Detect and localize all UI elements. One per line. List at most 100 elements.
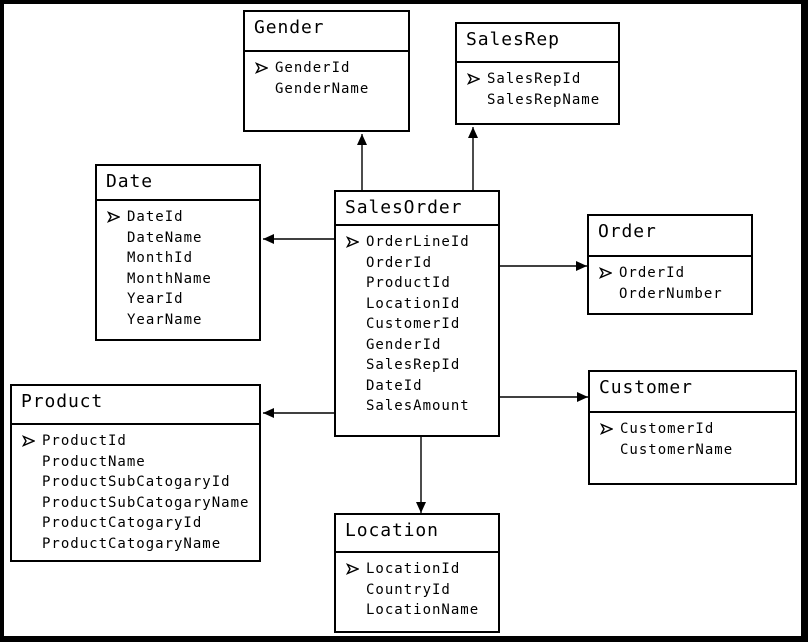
field-row: ProductCatogaryId — [12, 513, 259, 534]
field-row: YearId — [97, 289, 259, 310]
table-order[interactable]: Order OrderId OrderNumber — [587, 214, 753, 315]
field-row: GenderName — [245, 79, 408, 100]
table-gender[interactable]: Gender GenderId GenderName — [243, 10, 410, 132]
field-row: ProductId — [12, 431, 259, 452]
field-row: SalesRepId — [336, 355, 498, 376]
field-label: ProductId — [366, 275, 451, 291]
field-row: SalesRepId — [457, 69, 618, 90]
field-row: CustomerId — [336, 314, 498, 335]
table-product-title: Product — [21, 391, 104, 412]
primary-key-icon — [600, 423, 613, 435]
table-order-title: Order — [598, 221, 657, 242]
field-row: OrderId — [589, 263, 751, 284]
table-location-header: Location — [336, 515, 498, 553]
table-salesorder-header: SalesOrder — [336, 192, 498, 226]
field-label: DateId — [366, 377, 423, 394]
field-row: DateId — [97, 207, 259, 228]
table-gender-fields: GenderId GenderName — [245, 52, 408, 99]
field-label: SalesAmount — [366, 398, 470, 414]
field-row: DateId — [336, 376, 498, 397]
table-location[interactable]: Location LocationId CountryId LocationNa… — [334, 513, 500, 633]
table-product[interactable]: Product ProductId ProductName ProductSub… — [10, 384, 261, 562]
field-label: SalesRepName — [487, 91, 601, 108]
field-label: DateName — [127, 229, 203, 246]
table-salesrep-fields: SalesRepId SalesRepName — [457, 63, 618, 110]
field-row: LocationName — [336, 600, 498, 621]
table-salesorder-title: SalesOrder — [345, 197, 463, 218]
table-salesrep[interactable]: SalesRep SalesRepId SalesRepName — [455, 22, 620, 125]
field-label: ProductSubCatogaryName — [42, 494, 250, 511]
table-salesrep-title: SalesRep — [466, 29, 560, 50]
field-label: SalesRepId — [487, 71, 582, 87]
table-product-fields: ProductId ProductName ProductSubCatogary… — [12, 425, 259, 554]
table-order-header: Order — [589, 216, 751, 257]
field-label: LocationId — [366, 295, 461, 312]
table-gender-header: Gender — [245, 12, 408, 52]
field-row: SalesRepName — [457, 90, 618, 111]
field-label: GenderId — [275, 60, 351, 76]
table-date-fields: DateId DateName MonthId MonthName YearId… — [97, 201, 259, 330]
field-row: MonthName — [97, 269, 259, 290]
field-row: ProductName — [12, 452, 259, 473]
field-row: CustomerId — [590, 419, 795, 440]
field-label: OrderLineId — [366, 234, 470, 250]
field-label: OrderId — [619, 265, 686, 281]
table-customer-fields: CustomerId CustomerName — [590, 413, 795, 460]
diagram-canvas: Gender GenderId GenderName SalesRep — [4, 4, 801, 636]
field-label: YearName — [127, 311, 203, 328]
field-label: CustomerId — [620, 421, 715, 437]
field-row: SalesAmount — [336, 396, 498, 417]
primary-key-icon — [346, 236, 359, 248]
primary-key-icon — [599, 267, 612, 279]
field-row: OrderNumber — [589, 284, 751, 305]
table-location-title: Location — [345, 520, 439, 541]
table-salesorder[interactable]: SalesOrder OrderLineId OrderId ProductId… — [334, 190, 500, 437]
table-order-fields: OrderId OrderNumber — [589, 257, 751, 304]
field-label: CustomerId — [366, 316, 461, 332]
field-label: DateId — [127, 209, 184, 225]
primary-key-icon — [346, 563, 359, 575]
field-row: OrderLineId — [336, 232, 498, 253]
table-product-header: Product — [12, 386, 259, 425]
table-customer[interactable]: Customer CustomerId CustomerName — [588, 370, 797, 485]
field-label: OrderNumber — [619, 285, 723, 302]
table-salesorder-fields: OrderLineId OrderId ProductId LocationId… — [336, 226, 498, 417]
table-date[interactable]: Date DateId DateName MonthId MonthName Y… — [95, 164, 261, 341]
field-label: GenderId — [366, 336, 442, 353]
field-label: LocationName — [366, 602, 480, 618]
field-row: GenderId — [336, 335, 498, 356]
field-label: ProductName — [42, 453, 146, 470]
field-label: ProductCatogaryName — [42, 535, 222, 552]
primary-key-icon — [22, 435, 35, 447]
primary-key-icon — [467, 73, 480, 85]
field-label: ProductSubCatogaryId — [42, 474, 231, 490]
field-row: YearName — [97, 310, 259, 331]
table-date-title: Date — [106, 171, 153, 192]
field-row: ProductSubCatogaryId — [12, 472, 259, 493]
field-row: ProductSubCatogaryName — [12, 493, 259, 514]
field-row: MonthId — [97, 248, 259, 269]
field-row: CustomerName — [590, 440, 795, 461]
table-location-fields: LocationId CountryId LocationName — [336, 553, 498, 621]
field-row: DateName — [97, 228, 259, 249]
field-row: ProductCatogaryName — [12, 534, 259, 555]
field-row: ProductId — [336, 273, 498, 294]
table-gender-title: Gender — [254, 17, 325, 38]
primary-key-icon — [255, 62, 268, 74]
field-label: LocationId — [366, 561, 461, 577]
field-row: CountryId — [336, 580, 498, 601]
table-customer-title: Customer — [599, 377, 693, 398]
field-row: GenderId — [245, 58, 408, 79]
primary-key-icon — [107, 211, 120, 223]
field-label: ProductCatogaryId — [42, 515, 203, 531]
field-label: CustomerName — [620, 441, 734, 458]
field-label: SalesRepId — [366, 357, 461, 373]
relations-layer — [263, 127, 588, 513]
table-customer-header: Customer — [590, 372, 795, 413]
field-label: MonthName — [127, 270, 212, 287]
field-row: OrderId — [336, 253, 498, 274]
table-salesrep-header: SalesRep — [457, 24, 618, 63]
field-row: LocationId — [336, 294, 498, 315]
field-label: YearId — [127, 291, 184, 307]
